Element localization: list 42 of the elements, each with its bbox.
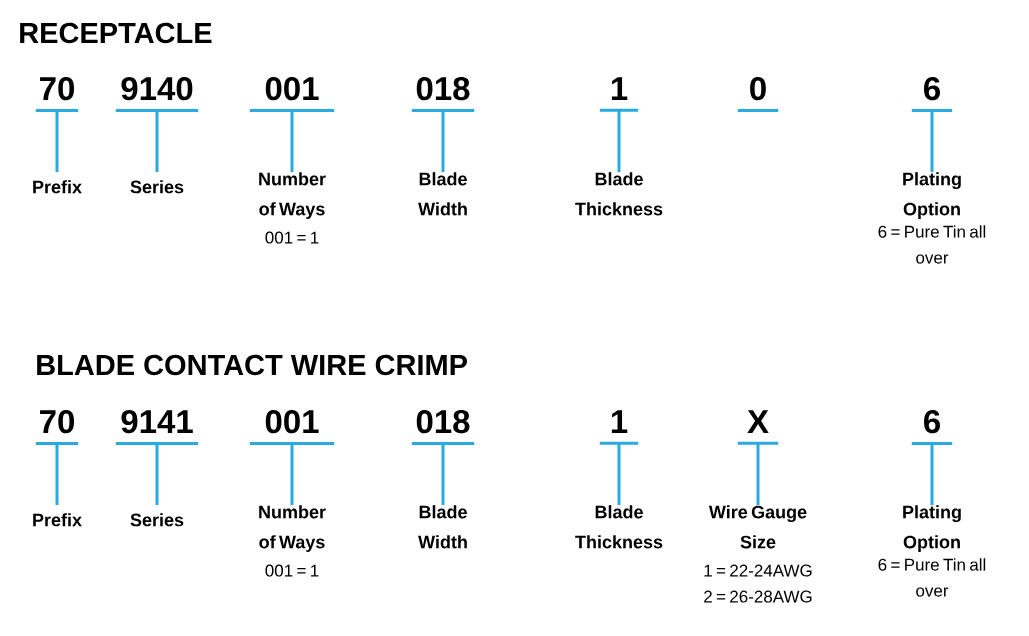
underlined-digit: 001 xyxy=(249,409,335,445)
connector-line xyxy=(290,110,294,172)
connector-line xyxy=(441,110,445,172)
field-label: Prefix xyxy=(33,180,82,194)
connector-line xyxy=(155,110,159,172)
field-label: Plating Option 6 = Pure Tin all over xyxy=(878,505,986,597)
underlined-digit: 0 xyxy=(737,76,779,112)
section-heading: BLADE CONTACT WIRE CRIMP xyxy=(37,354,467,376)
field-label: Blade Width xyxy=(418,172,467,216)
connector-line xyxy=(756,443,760,505)
underlined-digit: X xyxy=(737,410,779,445)
connector-line xyxy=(441,443,445,505)
connector-line xyxy=(55,110,59,172)
underlined-digit: 70 xyxy=(35,409,79,445)
field-label: Blade Thickness xyxy=(575,172,663,216)
underlined-digit: 6 xyxy=(911,76,953,112)
field-label: Blade Width xyxy=(418,505,467,549)
connector-line xyxy=(55,443,59,505)
connector-line xyxy=(930,110,934,172)
underlined-digit: 9141 xyxy=(115,409,199,445)
connector-line xyxy=(617,110,621,172)
field-label: Plating Option 6 = Pure Tin all over xyxy=(878,172,986,264)
underlined-digit: 9140 xyxy=(115,76,199,112)
field-label: Number of Ways 001 = 1 xyxy=(259,505,326,577)
connector-line xyxy=(155,443,159,505)
field-label: Wire Gauge Size 1 = 22-24AWG 2 = 26-28AWG xyxy=(704,505,812,603)
underlined-digit: 1 xyxy=(599,77,639,112)
connector-line xyxy=(617,443,621,505)
field-label: Blade Thickness xyxy=(575,505,663,549)
field-label: Number of Ways 001 = 1 xyxy=(259,172,326,244)
connector-line xyxy=(290,443,294,505)
underlined-digit: 018 xyxy=(411,409,475,445)
underlined-digit: 70 xyxy=(35,76,79,112)
section-heading: RECEPTACLE xyxy=(20,22,212,44)
field-label: Prefix xyxy=(33,513,82,527)
underlined-digit: 1 xyxy=(599,410,639,445)
underlined-digit: 001 xyxy=(249,76,335,112)
connector-line xyxy=(930,443,934,505)
underlined-digit: 018 xyxy=(411,76,475,112)
field-label: Series xyxy=(130,513,184,527)
underlined-digit: 6 xyxy=(911,409,953,445)
field-label: Series xyxy=(130,180,184,194)
